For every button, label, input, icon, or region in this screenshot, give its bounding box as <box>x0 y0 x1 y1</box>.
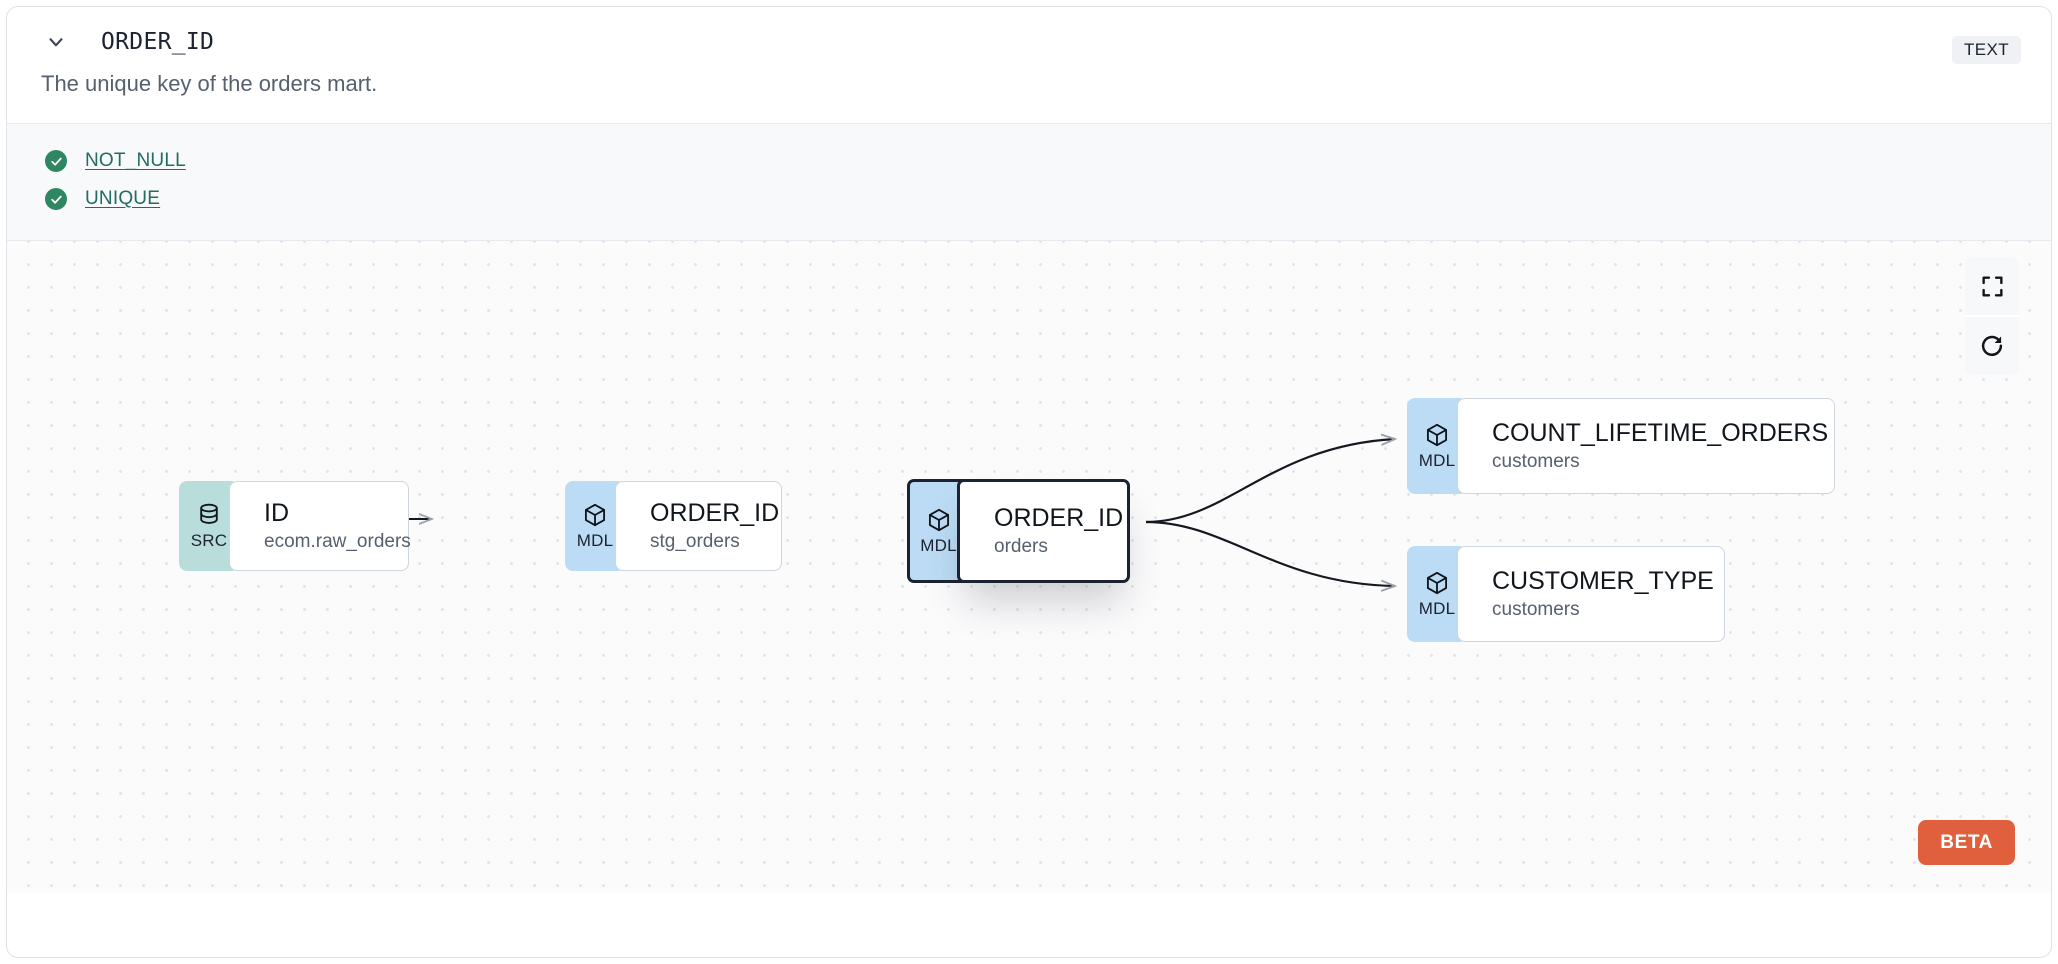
lineage-node-customers-count-lifetime-orders[interactable]: MDL COUNT_LIFETIME_ORDERS customers <box>1407 398 1835 494</box>
column-type-badge: TEXT <box>1951 36 2021 64</box>
column-card: ORDER_ID TEXT The unique key of the orde… <box>6 6 2052 958</box>
node-source: customers <box>1492 450 1580 472</box>
lineage-graph-canvas[interactable]: SRC ID ecom.raw_orders MDL <box>7 241 2051 893</box>
node-kind-label: MDL <box>1418 450 1456 470</box>
lineage-node-orders-order-id[interactable]: MDL ORDER_ID orders <box>907 479 1130 583</box>
fullscreen-icon <box>1980 274 2005 299</box>
node-kind-label: MDL <box>576 530 614 550</box>
fit-view-button[interactable] <box>1965 257 2019 315</box>
node-body: CUSTOMER_TYPE customers <box>1457 546 1725 642</box>
node-kind-label: MDL <box>1418 598 1456 618</box>
test-link-unique[interactable]: UNIQUE <box>85 188 161 209</box>
edge-orders-to-customer-type <box>1145 520 1395 586</box>
node-source: ecom.raw_orders <box>264 530 411 552</box>
lineage-node-src-id[interactable]: SRC ID ecom.raw_orders <box>179 481 411 571</box>
node-kind-label: SRC <box>190 530 228 550</box>
node-source: customers <box>1492 598 1580 620</box>
page-title: ORDER_ID <box>101 29 215 55</box>
test-link-not-null[interactable]: NOT_NULL <box>85 150 186 171</box>
node-name: ID <box>264 498 289 527</box>
edge-orders-to-count-lifetime-orders <box>1145 439 1395 524</box>
check-circle-icon <box>45 188 67 210</box>
beta-badge[interactable]: BETA <box>1918 820 2015 865</box>
node-body: COUNT_LIFETIME_ORDERS customers <box>1457 398 1835 494</box>
node-name: COUNT_LIFETIME_ORDERS <box>1492 418 1829 447</box>
check-circle-icon <box>45 150 67 172</box>
test-row: NOT_NULL <box>7 142 2051 180</box>
node-body: ID ecom.raw_orders <box>229 481 411 571</box>
node-source: orders <box>994 535 1048 557</box>
test-row: UNIQUE <box>7 180 2051 218</box>
lineage-node-customers-customer-type[interactable]: MDL CUSTOMER_TYPE customers <box>1407 546 1725 642</box>
canvas-controls <box>1965 257 2019 375</box>
refresh-icon <box>1979 333 2005 359</box>
node-source: stg_orders <box>650 530 740 552</box>
node-body: ORDER_ID orders <box>957 479 1130 583</box>
node-body: ORDER_ID stg_orders <box>615 481 782 571</box>
refresh-button[interactable] <box>1965 315 2019 375</box>
column-header: ORDER_ID TEXT <box>7 7 2051 77</box>
column-description: The unique key of the orders mart. <box>41 71 378 96</box>
node-name: CUSTOMER_TYPE <box>1492 566 1714 595</box>
lineage-node-stg-order-id[interactable]: MDL ORDER_ID stg_orders <box>565 481 782 571</box>
chevron-down-icon[interactable] <box>41 27 71 57</box>
node-kind-label: MDL <box>920 535 957 555</box>
node-name: ORDER_ID <box>994 503 1124 532</box>
tests-section: NOT_NULL UNIQUE <box>7 123 2051 241</box>
node-name: ORDER_ID <box>650 498 780 527</box>
